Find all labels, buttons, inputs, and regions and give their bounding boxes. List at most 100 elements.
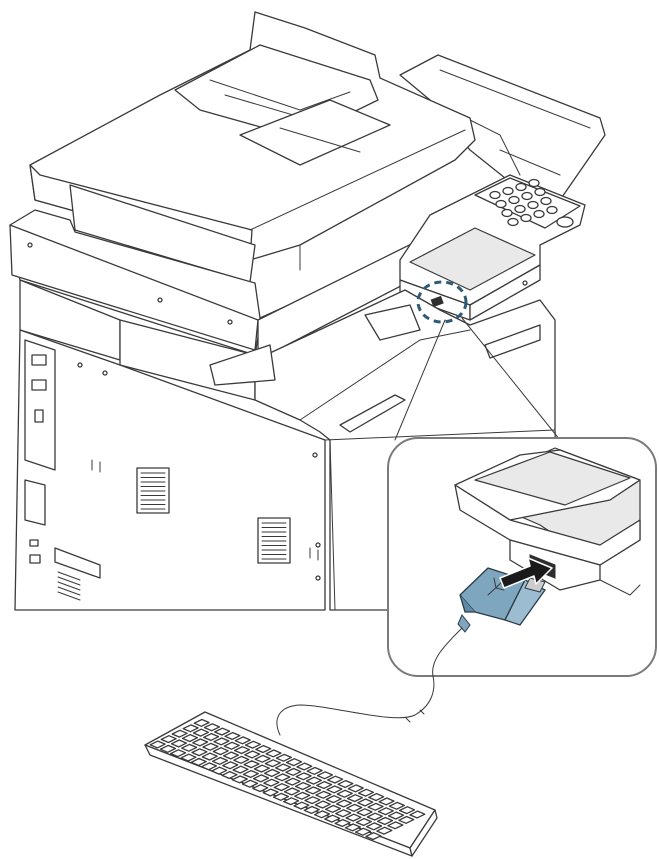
keyboard-key: [241, 779, 259, 788]
keyboard-key: [294, 781, 312, 791]
keyboard-key: [234, 736, 251, 745]
keyboard-keys: [149, 718, 426, 841]
ventilation-grilles: [57, 467, 291, 601]
keyboard-key: [224, 731, 241, 741]
keyboard-key: [306, 766, 323, 775]
keyboard-key: [357, 788, 375, 797]
keyboard-key: [305, 786, 322, 795]
keyboard-key: [263, 768, 281, 778]
start-button: [556, 216, 574, 228]
keyboard-key: [365, 832, 382, 841]
keyboard-key: [243, 760, 260, 769]
keyboard-key: [273, 783, 290, 792]
keypad-button: [495, 199, 507, 209]
keypad-button: [515, 182, 527, 192]
keyboard-key: [264, 759, 281, 768]
keyboard-key: [244, 750, 261, 759]
keyboard-key: [315, 790, 332, 799]
keyboard-key: [222, 751, 240, 760]
keyboard-key: [313, 810, 331, 819]
keyboard-key: [336, 789, 353, 798]
keyboard-key: [409, 810, 426, 819]
keyboard-key: [357, 798, 374, 807]
keyboard-key: [203, 723, 221, 732]
keyboard-key: [192, 728, 210, 737]
keyboard-key: [324, 804, 342, 813]
keyboard-key: [296, 762, 313, 771]
keyboard-key: [200, 762, 218, 771]
keypad-button: [489, 190, 501, 200]
keypad-button: [528, 178, 540, 188]
keyboard-key: [337, 779, 354, 789]
keyboard-key: [377, 807, 394, 816]
keyboard-key: [171, 729, 188, 738]
keyboard-key: [283, 797, 300, 806]
keyboard-key: [366, 812, 383, 821]
keyboard-key: [252, 774, 270, 783]
keyboard-key: [398, 815, 415, 824]
keyboard-key: [202, 742, 219, 751]
usb-port: [430, 295, 444, 308]
touch-screen: [409, 227, 536, 291]
keyboard-key: [346, 803, 363, 812]
keyboard-key: [222, 761, 239, 770]
keyboard-key: [285, 758, 303, 767]
insert-arrow-icon: [499, 557, 553, 589]
keypad-button: [534, 187, 546, 197]
keyboard-key: [180, 753, 197, 762]
keyboard-key: [182, 724, 199, 733]
keyboard-key: [293, 801, 310, 810]
keyboard-key: [356, 808, 373, 817]
keyboard-key: [326, 785, 343, 794]
keyboard-key: [303, 805, 320, 815]
keyboard-key: [274, 763, 292, 772]
keyboard-key: [284, 777, 301, 786]
keyboard-key: [191, 748, 208, 757]
keyboard-key: [193, 718, 210, 727]
keyboard-key: [233, 746, 251, 755]
keyboard-key: [181, 743, 198, 752]
document-feeder: [29, 11, 476, 283]
zoom-inset: [387, 437, 657, 677]
keyboard-key: [231, 775, 248, 784]
keyboard-key: [295, 772, 312, 781]
keyboard-key: [244, 740, 262, 749]
keyboard-key: [335, 799, 353, 808]
keyboard-key: [275, 753, 292, 762]
keyboard-key: [223, 741, 240, 750]
usb-cable: [276, 627, 463, 736]
usb-symbol-icon: [487, 577, 505, 596]
keypad-button: [533, 209, 545, 219]
keyboard-key: [285, 767, 302, 776]
keyboard-key: [149, 740, 166, 749]
keyboard-icon: [144, 711, 438, 857]
control-panel: [399, 174, 586, 321]
keyboard-key: [345, 813, 362, 822]
keyboard-key: [387, 811, 405, 820]
keyboard-key: [255, 744, 272, 754]
keyboard-key: [221, 770, 238, 780]
keyboard-key: [192, 738, 209, 747]
keyboard-key: [242, 769, 259, 779]
keyboard-key: [283, 787, 301, 796]
keyboard-key: [325, 795, 342, 804]
keyboard-key: [344, 823, 361, 832]
keyboard-key: [203, 732, 220, 742]
keyboard-key: [212, 747, 229, 756]
keypad-button: [514, 204, 526, 214]
keyboard-key: [376, 826, 393, 835]
keypad-button: [546, 205, 558, 215]
keyboard-key: [265, 749, 282, 758]
keyboard-key: [387, 821, 404, 830]
keypad-button: [502, 186, 514, 196]
keyboard-key: [368, 792, 385, 802]
keyboard-key: [262, 788, 279, 797]
keyboard-key: [316, 771, 334, 780]
keyboard-key: [327, 775, 344, 784]
keyboard-key: [376, 816, 394, 826]
keyboard-key: [324, 814, 341, 823]
keyboard-key: [253, 764, 270, 773]
keyboard-key: [365, 822, 383, 831]
keyboard-key: [388, 801, 405, 810]
